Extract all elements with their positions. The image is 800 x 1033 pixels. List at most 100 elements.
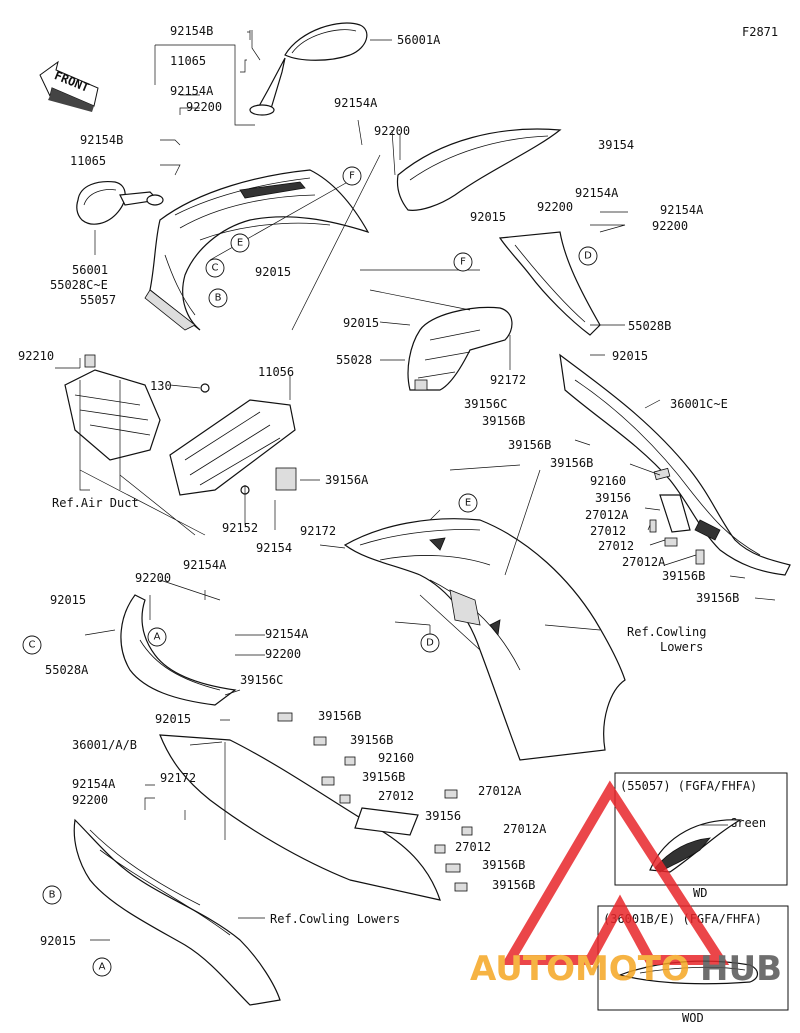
part-label: 92200	[135, 571, 171, 585]
front-arrow-icon: FRONT	[39, 60, 99, 112]
callout-letter: F	[349, 171, 355, 182]
watermark-logo-icon	[501, 780, 730, 965]
part-label: 39156C	[240, 673, 283, 687]
part-label: 39156	[595, 491, 631, 505]
callout-circle	[22, 635, 42, 655]
part-label: 92154A	[334, 96, 378, 110]
callout-letter: E	[237, 238, 243, 249]
inset-36001b-title: (36001B/E) (FGFA/FHFA)	[603, 912, 762, 926]
part-label: 39156B	[508, 438, 551, 452]
sticker-39156a	[275, 467, 297, 491]
watermark-text-a: AUTOMOTO	[470, 949, 690, 989]
callout-letter: C	[212, 263, 219, 274]
part-label: 92154A	[183, 558, 227, 572]
part-label: 39154	[598, 138, 634, 152]
part-label: 11056	[258, 365, 294, 379]
callout-circle	[42, 885, 62, 905]
callout-circle	[342, 166, 362, 186]
part-label: 27012	[598, 539, 634, 553]
part-label: 92015	[155, 712, 191, 726]
part-label: 92154A	[72, 777, 116, 791]
watermark-text-b: HUB	[700, 949, 782, 989]
part-label: 92200	[652, 219, 688, 233]
callout-letter: A	[154, 632, 161, 643]
part-label: 92015	[255, 265, 291, 279]
part-label: 39156B	[662, 569, 705, 583]
part-labels: 92154B 56001A 11065 92154A 92200 92154B …	[18, 24, 739, 948]
callout-circle	[147, 627, 167, 647]
part-label: 39156B	[696, 591, 739, 605]
stickers-right	[649, 467, 705, 565]
callout-letter: F	[460, 257, 466, 268]
part-label: 92200	[537, 200, 573, 214]
bracket-11056	[169, 383, 296, 496]
callout-letter: D	[584, 251, 592, 262]
part-label: 55028A	[45, 663, 89, 677]
windshield	[396, 128, 562, 211]
part-label: 92172	[160, 771, 196, 785]
mirror-right	[249, 22, 368, 116]
part-label: 92154	[256, 541, 292, 555]
part-label: 39156	[425, 809, 461, 823]
part-label: 92172	[300, 524, 336, 538]
callout-circle	[208, 288, 228, 308]
part-label: 39156B	[362, 770, 405, 784]
inset-55057: (55057) (FGFA/FHFA) Green WD	[614, 772, 788, 900]
part-label: 55028B	[628, 319, 671, 333]
ref-cowling-lowers-line-1: Ref.Cowling	[627, 625, 706, 639]
callout-letter: D	[426, 638, 434, 649]
part-label: 27012A	[478, 784, 522, 798]
part-label: 55028C~E	[50, 278, 108, 292]
part-label: 39156B	[350, 733, 393, 747]
part-label: 55057	[80, 293, 116, 307]
callout-circle	[453, 252, 473, 272]
part-label: 130	[150, 379, 172, 393]
part-label: 92200	[265, 647, 301, 661]
part-label: 27012	[378, 789, 414, 803]
callout-letter: A	[99, 962, 106, 973]
callout-circle	[578, 246, 598, 266]
part-label: 92154A	[265, 627, 309, 641]
part-label: 92160	[590, 474, 626, 488]
callout-circle	[230, 233, 250, 253]
part-label: 92200	[72, 793, 108, 807]
part-label: 27012	[590, 524, 626, 538]
part-label: 39156B	[550, 456, 593, 470]
center-cowl	[343, 518, 626, 761]
part-label: 92015	[343, 316, 379, 330]
part-label: 55028	[336, 353, 372, 367]
part-label: 39156B	[482, 858, 525, 872]
callout-letter: E	[465, 498, 471, 509]
inset-55057-title: (55057) (FGFA/FHFA)	[620, 779, 757, 793]
stickers-lower	[277, 712, 473, 892]
part-label: 92154B	[80, 133, 123, 147]
part-label: 27012	[455, 840, 491, 854]
part-label: 92160	[378, 751, 414, 765]
callout-circle	[92, 957, 112, 977]
part-label: 92200	[186, 100, 222, 114]
callout-circle	[205, 258, 225, 278]
upper-cowling	[144, 169, 370, 331]
part-label: 92015	[40, 934, 76, 948]
part-label: 92210	[18, 349, 54, 363]
callout-markers: F E C B F D E D C A B A	[22, 166, 598, 977]
part-label: 92154B	[170, 24, 213, 38]
part-label: 39156B	[492, 878, 535, 892]
inset-55057-code: WD	[693, 886, 707, 900]
mirror-left	[76, 180, 164, 225]
part-label: 36001C~E	[670, 397, 728, 411]
air-duct	[64, 354, 161, 461]
part-label: 39156A	[325, 473, 369, 487]
ref-air-duct-label: Ref.Air Duct	[52, 496, 139, 510]
callout-letter: C	[29, 640, 36, 651]
side-cowl-right	[559, 353, 791, 576]
part-label: 92015	[470, 210, 506, 224]
ref-cowling-lowers-label-2: Ref.Cowling Lowers	[270, 912, 400, 926]
part-label: 56001A	[397, 33, 441, 47]
part-label: 27012A	[585, 508, 629, 522]
part-label: 92015	[50, 593, 86, 607]
watermark: AUTOMOTO HUB	[470, 780, 782, 989]
part-label: 11065	[70, 154, 106, 168]
